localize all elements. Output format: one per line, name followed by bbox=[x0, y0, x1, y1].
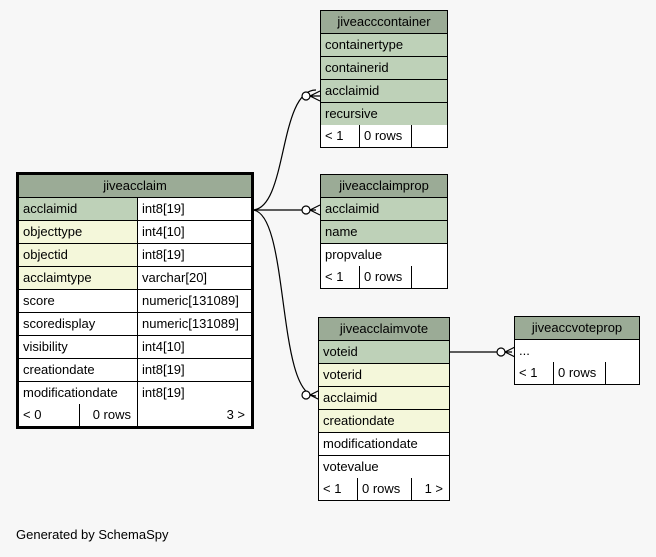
table-footer: < 0 0 rows 3 > bbox=[19, 404, 251, 426]
column-name: scoredisplay bbox=[19, 313, 137, 335]
children-count bbox=[411, 266, 447, 288]
column-row[interactable]: containertype bbox=[321, 34, 447, 57]
column-row[interactable]: propvalue bbox=[321, 244, 447, 266]
children-count bbox=[605, 362, 639, 384]
column-name: visibility bbox=[19, 336, 137, 358]
column-row[interactable]: recursive bbox=[321, 103, 447, 125]
column-type: int8[19] bbox=[137, 382, 251, 404]
column-row[interactable]: modificationdate bbox=[319, 433, 449, 456]
column-name: creationdate bbox=[19, 359, 137, 381]
column-name: score bbox=[19, 290, 137, 312]
column-row[interactable]: acclaimid bbox=[321, 198, 447, 221]
column-row[interactable]: votevalue bbox=[319, 456, 449, 478]
table-title[interactable]: jiveaccvoteprop bbox=[515, 317, 639, 340]
column-name: modificationdate bbox=[319, 433, 449, 455]
link-end-circle bbox=[301, 390, 311, 400]
column-type: int4[10] bbox=[137, 336, 251, 358]
table-title[interactable]: jiveacccontainer bbox=[321, 11, 447, 34]
parents-count[interactable]: < 1 bbox=[321, 266, 359, 288]
crowfoot-mark bbox=[504, 346, 516, 358]
table-footer: < 1 0 rows 1 > bbox=[319, 478, 449, 500]
link-acclaim-container bbox=[251, 89, 317, 211]
children-count[interactable]: 1 > bbox=[411, 478, 449, 500]
column-type: int8[19] bbox=[137, 244, 251, 266]
table-title[interactable]: jiveacclaimvote bbox=[319, 318, 449, 341]
crowfoot-mark bbox=[309, 90, 321, 102]
generated-by-label: Generated by SchemaSpy bbox=[16, 527, 169, 542]
column-name: containertype bbox=[321, 34, 447, 56]
table-title[interactable]: jiveacclaimprop bbox=[321, 175, 447, 198]
column-type: int4[10] bbox=[137, 221, 251, 243]
table-title[interactable]: jiveacclaim bbox=[19, 175, 251, 198]
column-name: acclaimid bbox=[321, 80, 447, 102]
link-acclaim-vote bbox=[251, 209, 317, 397]
column-name: containerid bbox=[321, 57, 447, 79]
column-row[interactable]: containerid bbox=[321, 57, 447, 80]
column-name: recursive bbox=[321, 103, 447, 125]
table-footer: < 1 0 rows bbox=[321, 266, 447, 288]
row-count: 0 rows bbox=[359, 125, 411, 147]
column-row[interactable]: creationdate bbox=[319, 410, 449, 433]
table-footer: < 1 0 rows bbox=[321, 125, 447, 147]
column-name: creationdate bbox=[319, 410, 449, 432]
table-jiveaccvoteprop[interactable]: jiveaccvoteprop ... < 1 0 rows bbox=[514, 316, 640, 385]
column-name: acclaimtype bbox=[19, 267, 137, 289]
row-count: 0 rows bbox=[553, 362, 605, 384]
column-name: voterid bbox=[319, 364, 449, 386]
column-name: acclaimid bbox=[321, 198, 447, 220]
children-count[interactable]: 3 > bbox=[137, 404, 251, 426]
column-name: objecttype bbox=[19, 221, 137, 243]
column-type: int8[19] bbox=[137, 198, 251, 220]
column-name: voteid bbox=[319, 341, 449, 363]
parents-count[interactable]: < 1 bbox=[321, 125, 359, 147]
column-row[interactable]: voterid bbox=[319, 364, 449, 387]
column-type: int8[19] bbox=[137, 359, 251, 381]
column-name: propvalue bbox=[321, 244, 447, 266]
row-count: 0 rows bbox=[357, 478, 411, 500]
column-row[interactable]: acclaimid bbox=[321, 80, 447, 103]
column-type: numeric[131089] bbox=[137, 313, 251, 335]
row-count: 0 rows bbox=[359, 266, 411, 288]
parents-count[interactable]: < 1 bbox=[515, 362, 553, 384]
column-name: acclaimid bbox=[19, 198, 137, 220]
parents-count[interactable]: < 0 bbox=[19, 404, 79, 426]
column-name: name bbox=[321, 221, 447, 243]
link-end-circle bbox=[301, 91, 311, 101]
children-count bbox=[411, 125, 447, 147]
column-name: votevalue bbox=[319, 456, 449, 478]
link-end-circle bbox=[496, 347, 506, 357]
column-name: modificationdate bbox=[19, 382, 137, 404]
crowfoot-mark bbox=[309, 204, 321, 216]
column-type: numeric[131089] bbox=[137, 290, 251, 312]
column-row[interactable]: voteid bbox=[319, 341, 449, 364]
column-name: acclaimid bbox=[319, 387, 449, 409]
column-type: varchar[20] bbox=[137, 267, 251, 289]
table-footer: < 1 0 rows bbox=[515, 362, 639, 384]
column-row[interactable]: ... bbox=[515, 340, 639, 362]
row-count: 0 rows bbox=[79, 404, 137, 426]
link-end-circle bbox=[301, 205, 311, 215]
column-name: objectid bbox=[19, 244, 137, 266]
column-row[interactable]: acclaimid bbox=[319, 387, 449, 410]
column-name: ... bbox=[515, 340, 639, 362]
parents-count[interactable]: < 1 bbox=[319, 478, 357, 500]
column-row[interactable]: name bbox=[321, 221, 447, 244]
